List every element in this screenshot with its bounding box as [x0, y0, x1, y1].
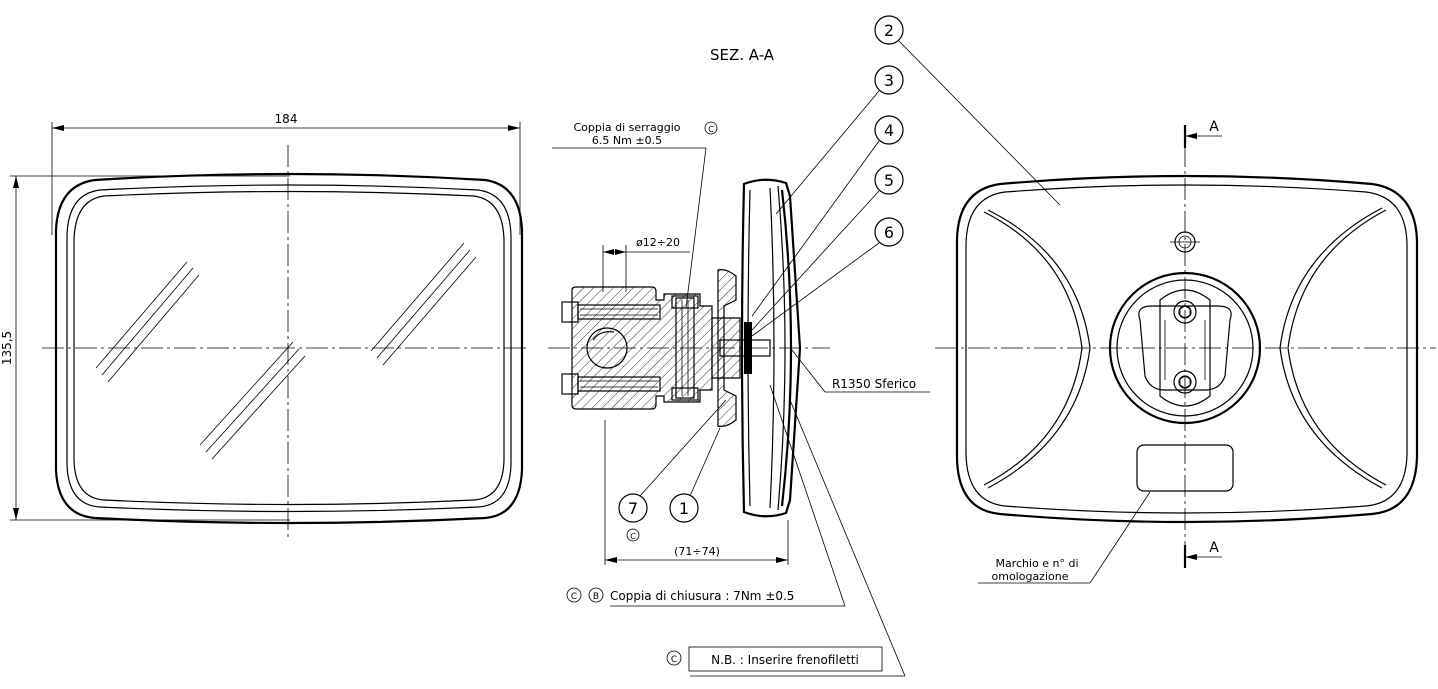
c-symbol — [704, 121, 718, 135]
front-view: 184 135,5 — [0, 112, 530, 540]
svg-text:1: 1 — [679, 499, 689, 518]
glass-reflection — [199, 341, 294, 446]
mirror-outline-inner — [66, 184, 512, 513]
dimension-width-label: 184 — [275, 112, 298, 126]
glass-reflection — [376, 249, 471, 359]
balloon-1: 1 — [669, 427, 721, 523]
svg-text:C: C — [630, 532, 636, 541]
closing-torque-label: Coppia di chiusura : 7Nm ±0.5 — [610, 589, 794, 603]
mounting-plate — [1138, 305, 1232, 391]
balloon-6: 6 — [751, 217, 904, 337]
dimension-diameter-label: ø12÷20 — [636, 236, 680, 249]
thread-locker-box — [688, 646, 883, 672]
thread-locker-label: N.B. : Inserire frenofiletti — [711, 653, 859, 667]
section-mark-bottom: A — [1209, 540, 1219, 556]
balloon-4: 4 — [751, 115, 904, 317]
mirror-glass-edge — [73, 190, 505, 506]
svg-text:C: C — [708, 125, 714, 134]
balloon-2: 2 — [874, 15, 1061, 206]
section-view: SEZ. A-A — [548, 15, 1061, 677]
section-mark-top: A — [1209, 119, 1219, 135]
torque-tightening-line1: Coppia di serraggio — [573, 121, 680, 134]
balloon-5: 5 — [751, 165, 904, 331]
housing-flange — [717, 269, 737, 427]
svg-text:6: 6 — [884, 223, 894, 242]
dimension-depth-label: (71÷74) — [674, 545, 720, 558]
glass-reflection — [205, 348, 300, 453]
svg-text:3: 3 — [884, 71, 894, 90]
glass-reflection — [107, 274, 200, 383]
torque-tightening-line2: 6.5 Nm ±0.5 — [592, 134, 662, 147]
radius-label: R1350 Sferico — [832, 377, 916, 391]
marking-label-line2: omologazione — [992, 570, 1069, 583]
mirror-outline-outer — [54, 172, 524, 525]
dimension-height-label: 135,5 — [0, 331, 14, 365]
balloon-7: 7 C — [618, 399, 727, 542]
glass-reflection — [101, 267, 194, 376]
balloon-3: 3 — [775, 65, 904, 215]
mirror-housing — [740, 178, 802, 518]
marking-label-line1: Marchio e n° di — [995, 557, 1078, 570]
side-lobe-right — [1287, 209, 1387, 486]
section-title: SEZ. A-A — [710, 46, 775, 64]
svg-text:C: C — [671, 655, 677, 665]
svg-text:5: 5 — [884, 171, 894, 190]
svg-text:2: 2 — [884, 21, 894, 40]
glass-reflection — [211, 355, 306, 460]
glass-reflection — [370, 242, 465, 352]
svg-text:7: 7 — [628, 499, 638, 518]
svg-text:4: 4 — [884, 121, 894, 140]
glass-reflection — [95, 261, 188, 369]
svg-text:C: C — [571, 592, 577, 602]
rear-view: A A Marchio e n° di omologazione — [935, 119, 1436, 584]
svg-text:B: B — [593, 592, 599, 602]
housing-outline-outer — [955, 174, 1419, 524]
side-lobe-left — [983, 211, 1083, 486]
housing-outline-inner — [965, 184, 1408, 514]
glass-reflection — [382, 256, 477, 366]
